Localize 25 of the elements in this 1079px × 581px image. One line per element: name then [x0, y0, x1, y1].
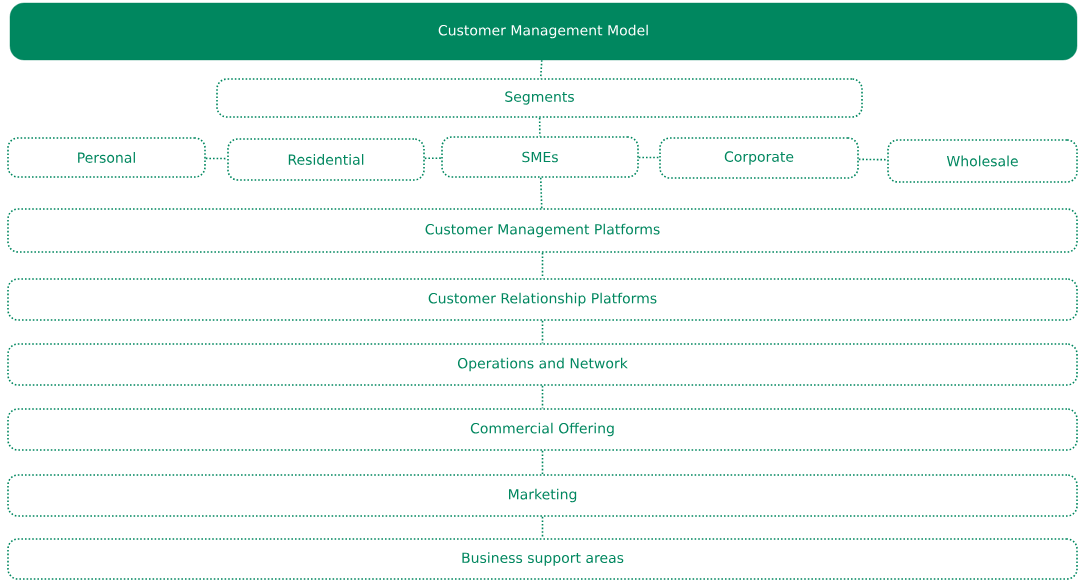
connector-line	[541, 516, 544, 539]
title-bar: Customer Management Model	[9, 2, 1078, 61]
layer-box: Customer Relationship Platforms	[7, 278, 1078, 321]
connector-line	[539, 59, 543, 79]
connector-line	[538, 117, 541, 137]
segment-box: Segments	[216, 78, 863, 118]
connector-line	[541, 320, 544, 344]
layer-box: Commercial Offering	[7, 408, 1078, 451]
connector-line	[638, 156, 660, 159]
connector-line	[539, 177, 543, 209]
connector-line	[205, 157, 228, 160]
connector-line	[541, 385, 544, 409]
layer-box: Marketing	[7, 474, 1078, 517]
connector-line	[541, 450, 544, 475]
segment-box: Wholesale	[887, 139, 1078, 183]
layer-box: Business support areas	[7, 538, 1078, 580]
layer-box: Customer Management Platforms	[7, 208, 1078, 253]
connector-line	[541, 252, 544, 279]
segment-box: Corporate	[659, 137, 859, 179]
connector-line	[858, 158, 888, 161]
connector-line	[424, 157, 442, 160]
segment-box: Residential	[227, 138, 425, 181]
segment-box: Personal	[7, 137, 206, 178]
layer-box: Operations and Network	[7, 343, 1078, 386]
segment-box: SMEs	[441, 136, 639, 178]
